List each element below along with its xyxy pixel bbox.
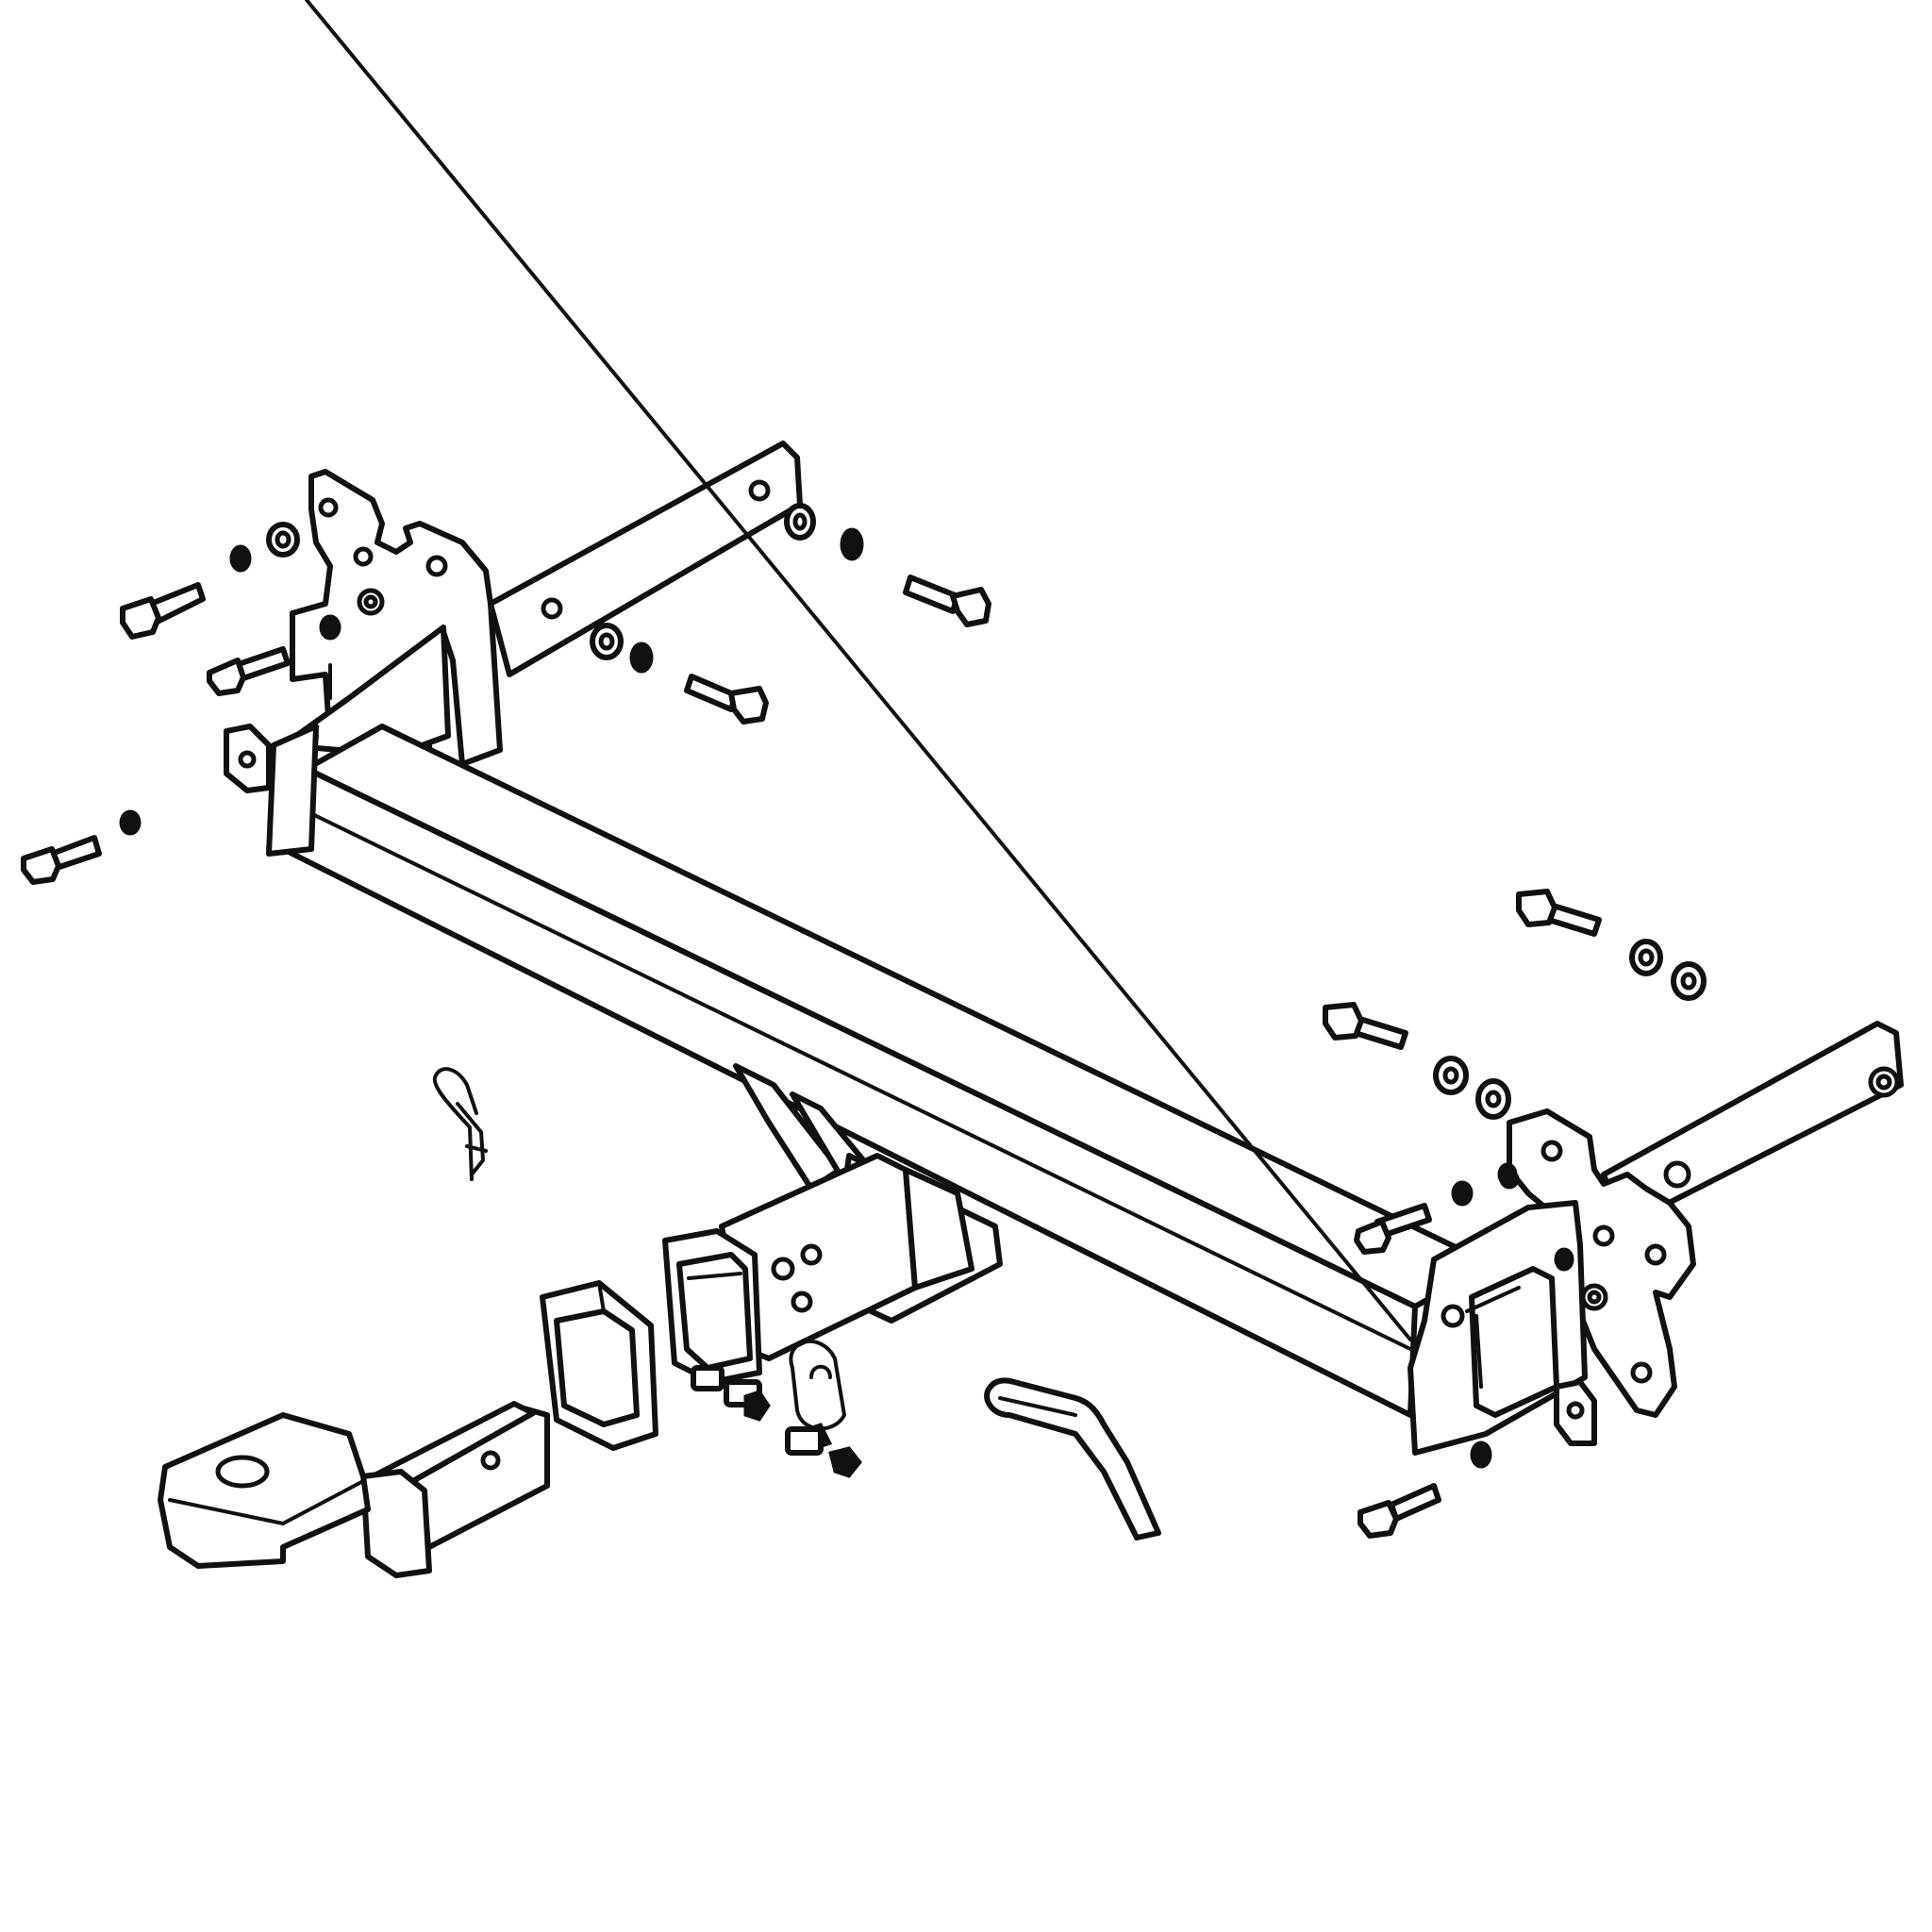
washer-icon <box>784 503 816 541</box>
hex-nut-icon <box>119 809 142 836</box>
crossbar <box>266 0 1493 1418</box>
hex-bolt-icon <box>1357 1483 1441 1539</box>
hitch-clip <box>432 1067 488 1181</box>
hex-bolt-icon <box>1354 1203 1432 1255</box>
hex-nut-icon <box>1451 1180 1474 1207</box>
right-arm <box>1601 1021 1904 1229</box>
hex-nut-icon <box>629 641 654 674</box>
hex-bolt-icon <box>1516 889 1602 937</box>
hex-nut-icon <box>1629 939 1663 976</box>
hex-nut-icon <box>1433 1056 1469 1095</box>
hex-bolt-icon <box>207 646 291 696</box>
hex-nut-icon <box>1470 1441 1492 1469</box>
right-mounting-bracket <box>1407 1108 1696 1456</box>
receiver-bolts <box>691 1365 862 1478</box>
hex-nut-icon <box>1554 1247 1574 1272</box>
hex-nut-icon <box>319 614 341 641</box>
hex-bolt-icon <box>903 575 991 627</box>
hex-nut-icon <box>840 527 864 561</box>
left-arm <box>488 441 803 677</box>
hex-nut-icon <box>229 544 252 573</box>
ball-mount <box>158 1401 550 1578</box>
hex-bolt-icon <box>684 674 769 724</box>
receiver-tube <box>662 1153 974 1385</box>
washer-icon <box>266 522 300 558</box>
hex-nut-icon <box>1497 1162 1518 1187</box>
hex-nut-icon <box>743 1390 771 1422</box>
hex-bolt-icon <box>120 582 206 640</box>
hex-bolt-icon <box>21 835 102 885</box>
hex-bolt-icon <box>1323 1002 1408 1050</box>
right-fasteners <box>1323 889 1707 1539</box>
left-fasteners <box>21 503 991 885</box>
receiver-cover <box>540 1280 658 1451</box>
washer-icon <box>1475 1078 1511 1120</box>
washer-icon <box>1671 961 1707 1001</box>
washer-icon <box>590 623 624 660</box>
hitch-pin <box>984 1377 1161 1541</box>
